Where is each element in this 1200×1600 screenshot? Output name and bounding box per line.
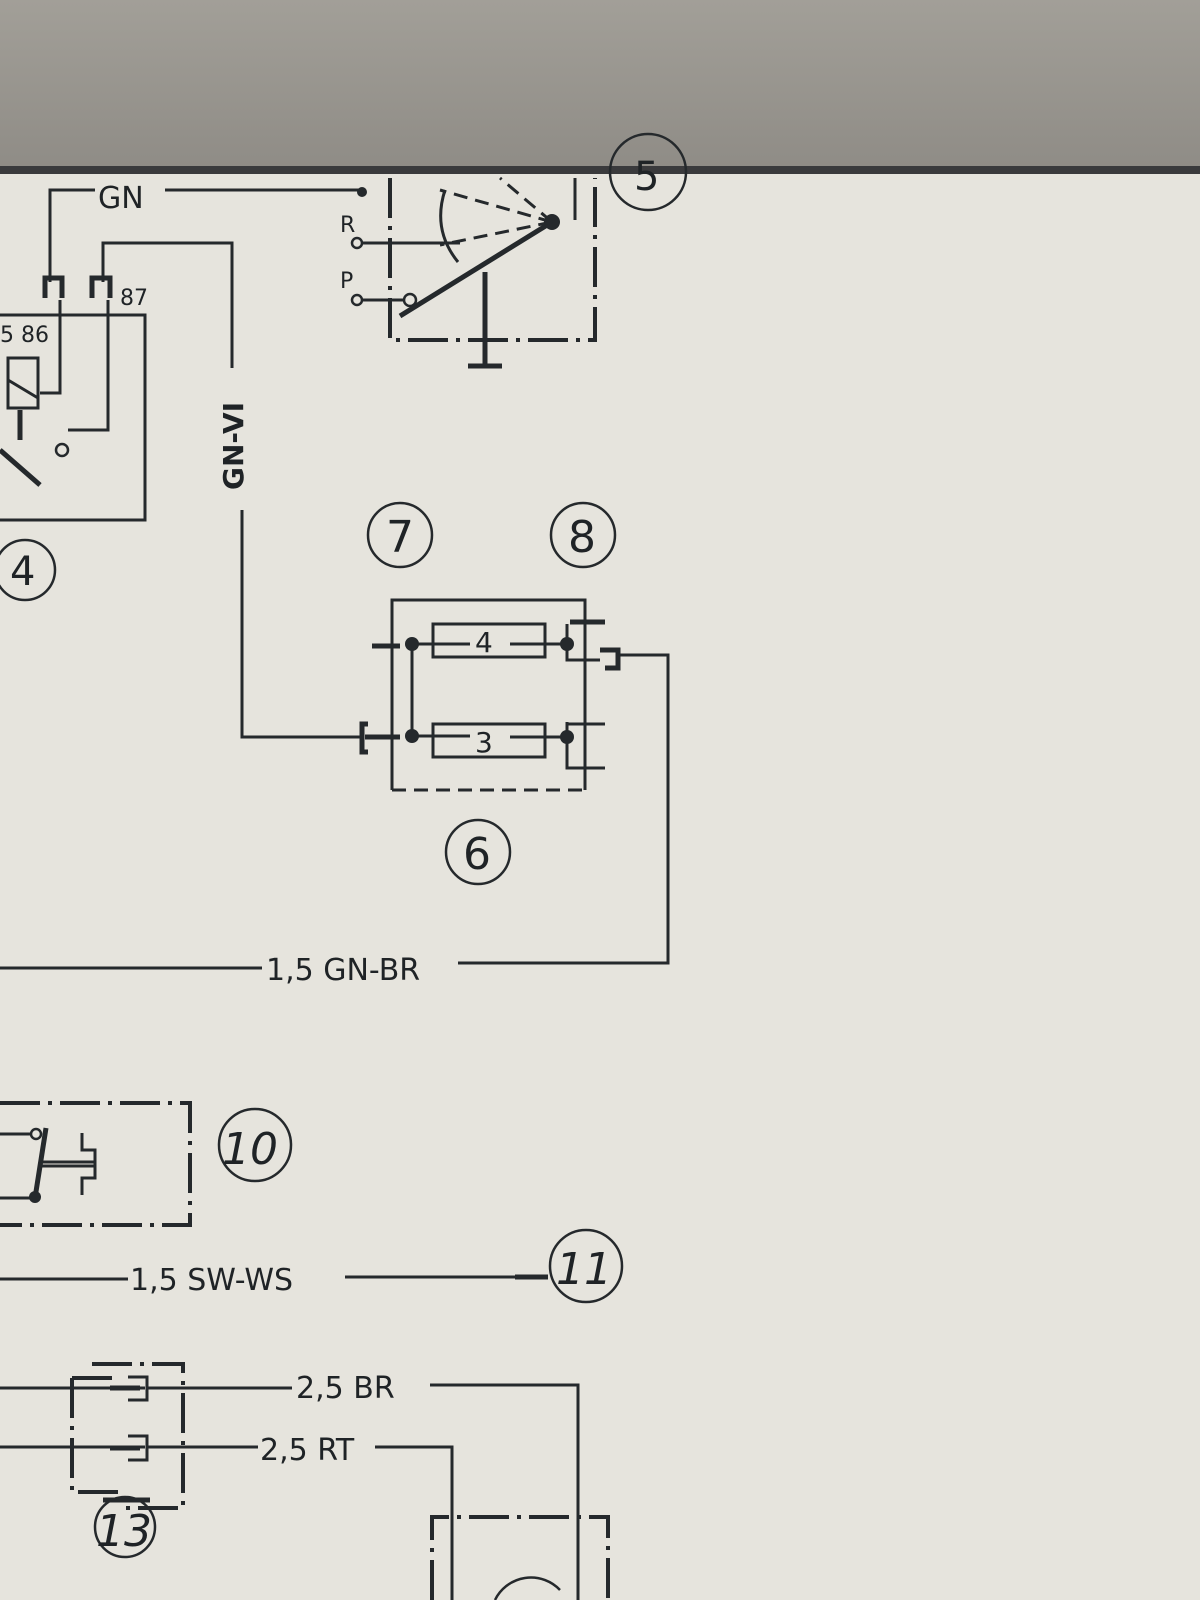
svg-text:8: 8 [568,512,596,563]
fuse-4 [431,622,547,659]
component-10: 10 [0,1101,293,1227]
fuse-3 [431,722,547,759]
svg-text:3: 3 [475,726,493,759]
fuse-box-6: 7 8 4 3 6 [359,501,621,886]
svg-text:4: 4 [10,549,35,595]
wire-gn-vi: GN-VI [217,402,362,739]
svg-text:11: 11 [556,1244,612,1295]
svg-text:5: 5 [634,154,659,200]
monitor-top-background [0,0,1200,168]
screen-edge [0,166,1200,174]
wire-gn: GN [48,181,367,282]
svg-text:7: 7 [386,512,414,563]
callout-4 [0,538,57,602]
position-p-label: P [340,269,353,294]
wire-label-sw-ws: 1,5 SW-WS [130,1263,293,1298]
terminal-87-label: 87 [120,286,148,311]
callout-11 [548,1228,624,1304]
wire-label-rt: 2,5 RT [260,1433,355,1468]
relay-4: 87 5 86 4 [0,241,234,602]
svg-text:6: 6 [463,829,491,880]
wire-label-gn-br: 1,5 GN-BR [266,953,420,988]
callout-8 [549,501,617,569]
position-r-label: R [340,213,355,238]
wire-label-gn: GN [98,181,144,216]
callout-10 [217,1107,293,1183]
switch-5: R P 5 [340,132,688,369]
callout-13 [93,1495,157,1559]
wire-sw-ws: 1,5 SW-WS 11 [0,1228,624,1304]
svg-text:4: 4 [475,626,493,659]
callout-7 [366,501,434,569]
callout-5 [608,132,688,212]
callout-6 [444,818,512,886]
connector-13: 2,5 BR 2,5 RT 13 [0,1362,610,1600]
svg-text:13: 13 [96,1506,152,1557]
terminal-85-86-label: 5 86 [0,323,49,348]
wire-label-br: 2,5 BR [296,1371,395,1406]
svg-text:10: 10 [222,1124,278,1175]
wire-label-gn-vi: GN-VI [217,402,250,490]
wire-gn-br: 1,5 GN-BR [0,653,670,988]
